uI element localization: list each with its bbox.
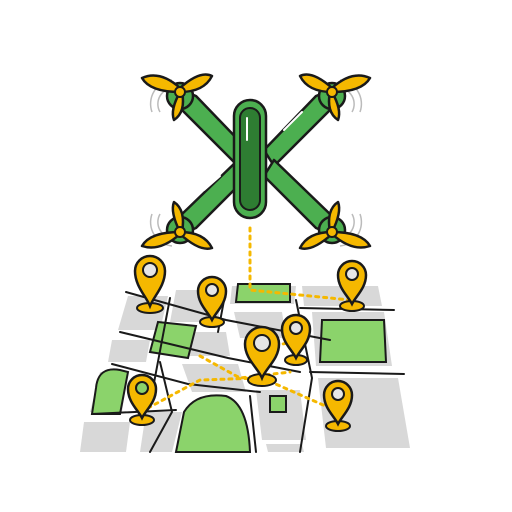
location-pin-icon — [322, 379, 354, 432]
location-pin-icon — [243, 325, 281, 387]
pins-group — [126, 254, 368, 432]
location-pin-icon — [336, 259, 368, 312]
park-area — [90, 283, 388, 453]
location-pin-icon — [280, 313, 312, 366]
location-pin-icon — [133, 254, 167, 314]
propeller-caps — [174, 86, 338, 238]
arm-highlight — [283, 111, 303, 131]
propeller-icon — [140, 73, 372, 250]
location-pin-icon — [196, 275, 228, 328]
arm-highlight — [203, 175, 221, 191]
drone-body-stripe — [239, 107, 261, 211]
location-pin-icon — [126, 373, 158, 426]
drone-icon — [140, 73, 372, 250]
map-icon — [80, 226, 415, 453]
